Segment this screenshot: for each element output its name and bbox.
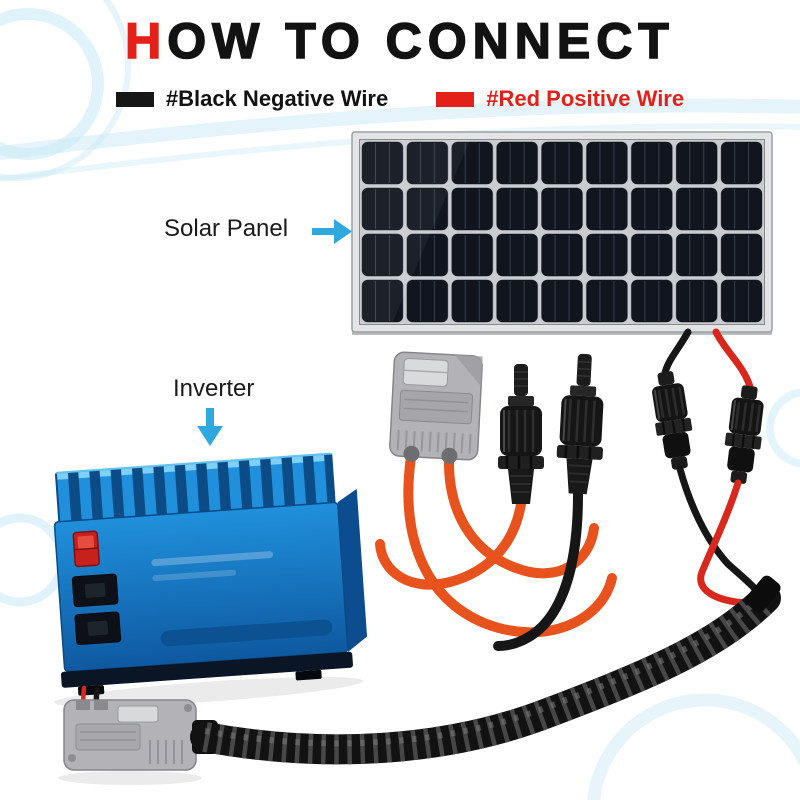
red-wire-swatch [436,91,475,107]
solar-panel [351,131,773,335]
black-negative-cable [493,489,583,651]
mc4-connector-orange-cable [496,362,546,506]
legend-item-red-wire: #Red Positive Wire [436,86,684,112]
page-title: HOW TO CONNECT [0,12,800,70]
black-wire-swatch [115,91,154,107]
red-positive-wire [712,328,754,391]
inverter-vent [160,619,333,647]
anderson-connector-bottom [58,699,218,785]
corrugated-tube [190,575,781,765]
mc4-connector-black-cable [553,351,610,497]
wire-color-legend: #Black Negative Wire #Red Positive Wire [0,86,800,112]
right-side-wires [676,465,766,607]
black-negative-wire [661,328,692,377]
inverter [53,452,368,707]
legend-label: #Black Negative Wire [165,86,389,111]
panel-output-wires [661,328,754,391]
connector-closeup [375,351,617,651]
title-lead-letter: H [124,12,168,70]
inverter-arrow-icon [197,408,223,446]
inverter-label: Inverter [173,375,255,402]
mc4-inline-pair-black-wire [645,367,700,473]
title-rest: OW TO CONNECT [166,12,675,70]
legend-item-black-wire: #Black Negative Wire [115,86,389,112]
orange-cables [375,452,617,638]
solar-panel-arrow-icon [312,219,352,244]
inverter-cooling-fins [54,454,336,522]
mc4-inline-pair-red-wire [718,382,770,487]
legend-label: #Red Positive Wire [486,86,685,111]
solar-panel-label: Solar Panel [164,215,289,242]
anderson-connector-top [389,351,483,464]
red-positive-wire [697,479,750,607]
black-negative-wire [676,465,766,602]
tube-end-collar [745,575,781,613]
